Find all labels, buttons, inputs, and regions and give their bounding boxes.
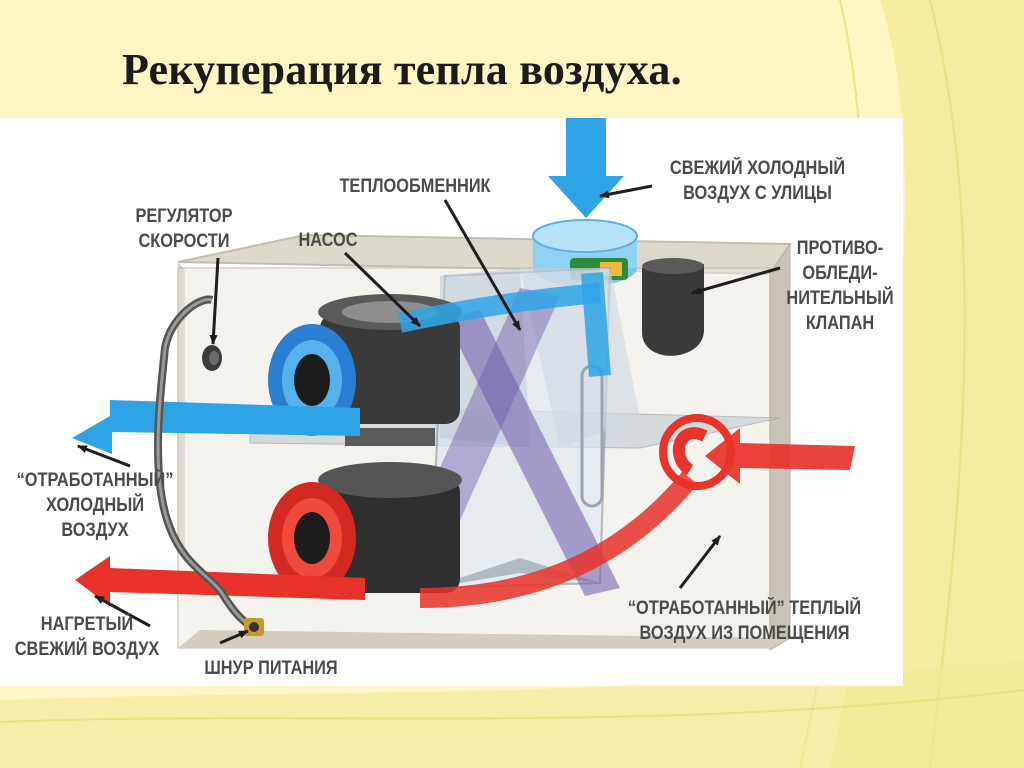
label-exhaust-warm-air: “ОТРАБОТАННЫЙ” ТЕПЛЫЙ ВОЗДУХ ИЗ ПОМЕЩЕНИ…	[627, 598, 862, 644]
label-heat-exchanger: ТЕПЛООБМЕННИК	[339, 176, 491, 197]
label-anti-icing-valve: ПРОТИВО- ОБЛЕДИ- НИТЕЛЬНЫЙ КЛАПАН	[786, 238, 894, 334]
label-pump: НАСОС	[298, 230, 358, 251]
label-exhaust-cold-air: “ОТРАБОТАННЫЙ” ХОЛОДНЫЙ ВОЗДУХ	[16, 470, 174, 541]
label-heated-fresh-air: НАГРЕТЫЙ СВЕЖИЙ ВОЗДУХ	[14, 614, 160, 660]
label-speed-regulator: РЕГУЛЯТОР СКОРОСТИ	[135, 206, 233, 252]
supply-fan	[268, 462, 462, 594]
label-fresh-cold-air: СВЕЖИЙ ХОЛОДНЫЙ ВОЗДУХ С УЛИЦЫ	[669, 158, 846, 204]
slide-title: Рекуперация тепла воздуха.	[122, 45, 682, 94]
exhaust-cold-air-arrow	[72, 400, 360, 454]
label-power-cord: ШНУР ПИТАНИЯ	[204, 658, 338, 679]
anti-icing-valve-icon	[642, 258, 704, 356]
red-internal-flow	[419, 471, 698, 608]
label-pointers	[77, 184, 781, 645]
heated-fresh-air-arrow	[75, 556, 365, 606]
warm-room-air-arrow	[659, 414, 855, 490]
speed-regulator-knob-icon	[202, 345, 222, 371]
power-cord	[154, 295, 264, 636]
exhaust-fan	[268, 294, 462, 446]
heat-recovery-diagram: РЕГУЛЯТОР СКОРОСТИ НАСОС ТЕПЛООБМЕННИК С…	[0, 118, 903, 686]
